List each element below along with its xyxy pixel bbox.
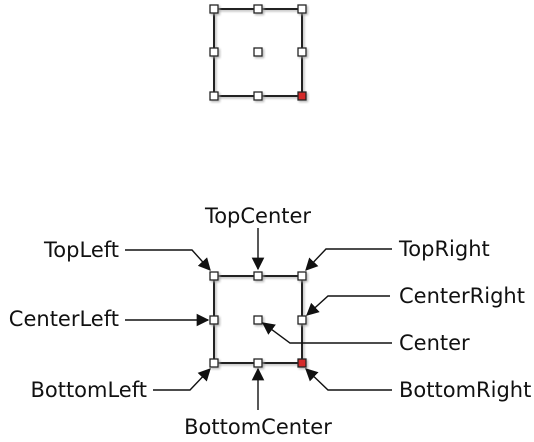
- arrow-top-right: [305, 248, 392, 271]
- top-handle-center-left[interactable]: [209, 47, 219, 57]
- handle-top-center[interactable]: [253, 271, 263, 281]
- label-center: Center: [399, 331, 470, 355]
- label-top-left: TopLeft: [43, 238, 119, 262]
- top-selection-box: [209, 4, 307, 101]
- handle-center-left[interactable]: [209, 315, 219, 325]
- arrow-center-right: [306, 295, 390, 316]
- label-center-left: CenterLeft: [9, 307, 119, 331]
- handle-bottom-left[interactable]: [209, 358, 219, 368]
- handle-center[interactable]: [253, 315, 263, 325]
- callout-arrows: [125, 228, 392, 410]
- callout-labels: TopCenter TopLeft TopRight CenterLeft Ce…: [9, 204, 532, 439]
- top-handle-bottom-left[interactable]: [209, 91, 219, 101]
- handle-bottom-center[interactable]: [253, 358, 263, 368]
- bottom-selection-box: [209, 271, 307, 368]
- label-bottom-right: BottomRight: [399, 378, 531, 402]
- top-handle-bottom-center[interactable]: [253, 91, 263, 101]
- label-top-center: TopCenter: [204, 204, 311, 228]
- top-handle-center[interactable]: [253, 47, 263, 57]
- label-bottom-left: BottomLeft: [30, 378, 147, 402]
- label-bottom-center: BottomCenter: [184, 415, 332, 439]
- handle-top-right[interactable]: [297, 271, 307, 281]
- top-handles: [209, 4, 307, 101]
- label-center-right: CenterRight: [399, 284, 525, 308]
- arrow-bottom-left: [153, 368, 211, 391]
- top-handle-top-center[interactable]: [253, 4, 263, 14]
- arrow-top-left: [125, 249, 211, 271]
- arrow-center: [261, 322, 392, 344]
- arrow-bottom-right: [305, 368, 392, 391]
- top-handle-top-right[interactable]: [297, 4, 307, 14]
- handle-top-left[interactable]: [209, 271, 219, 281]
- top-handle-bottom-right[interactable]: [297, 91, 307, 101]
- label-top-right: TopRight: [398, 237, 490, 261]
- handle-bottom-right[interactable]: [297, 358, 307, 368]
- handle-center-right[interactable]: [297, 315, 307, 325]
- top-handle-center-right[interactable]: [297, 47, 307, 57]
- bottom-handles: [209, 271, 307, 368]
- top-handle-top-left[interactable]: [209, 4, 219, 14]
